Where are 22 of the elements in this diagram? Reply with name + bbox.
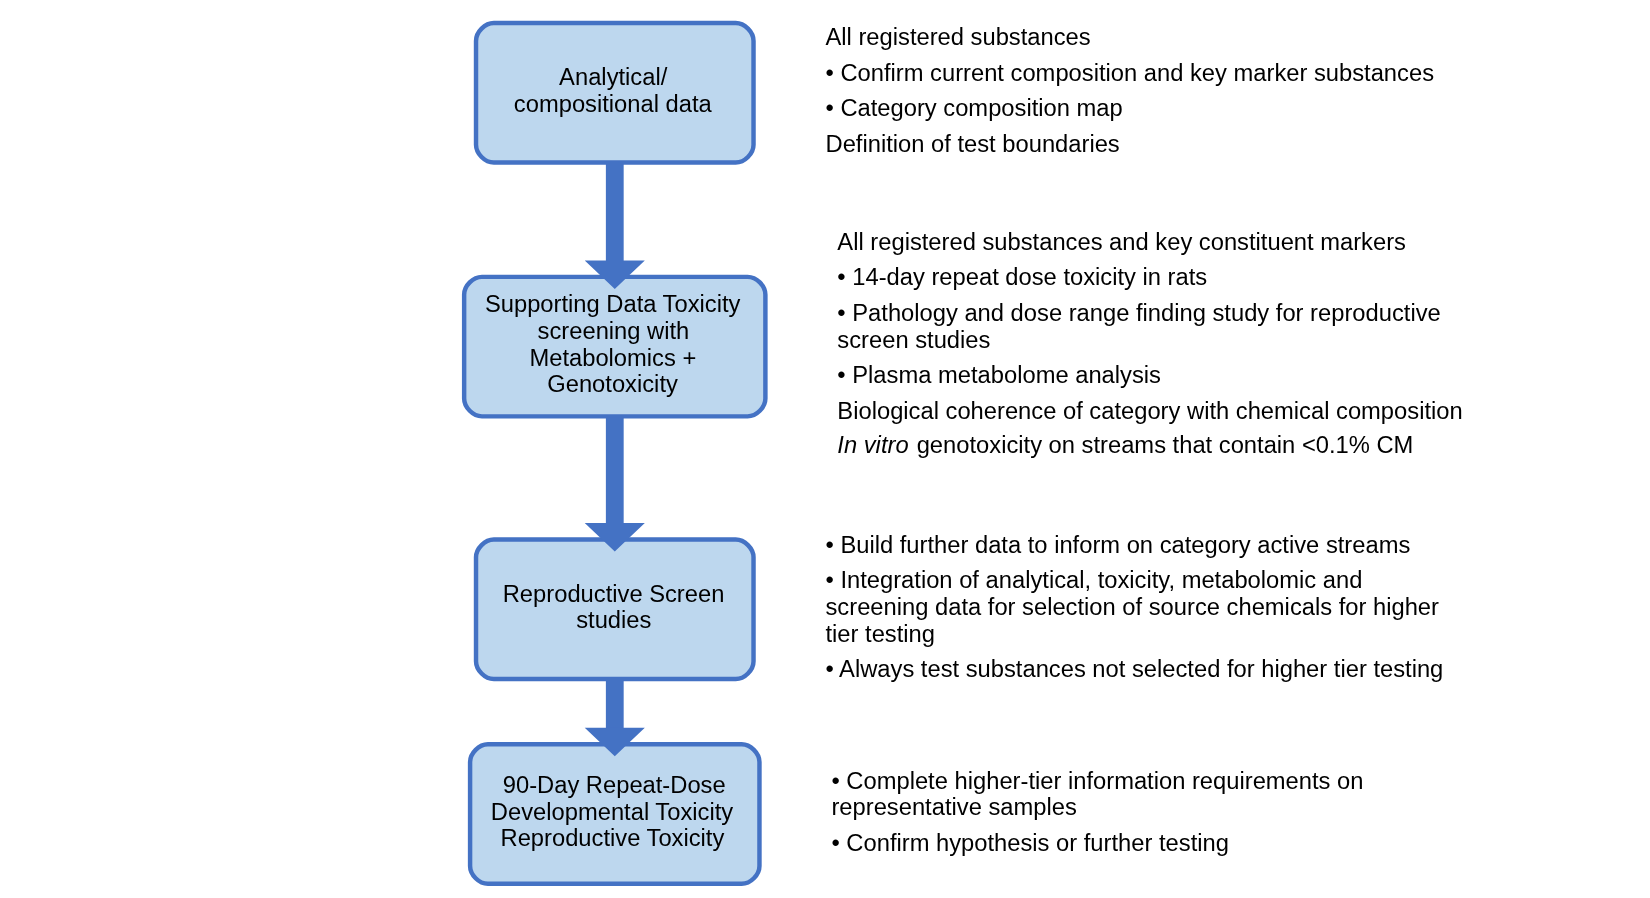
node-label: • Confirm hypothesis or further testing (830, 829, 1229, 856)
node-label: Biological coherence of category with chemical composition (836, 398, 1463, 425)
node-label: • Confirm current composition and key marker substances (825, 59, 1434, 86)
node-label: • Pathology and dose range finding study for reproductive screen studies (836, 300, 1441, 353)
node-label: • 14-day repeat dose toxicity in rats (836, 264, 1207, 291)
arrow (584, 417, 645, 552)
node-label: • Plasma metabolome analysis (836, 362, 1161, 389)
node-box: 90-Day Repeat-Dose Developmental Toxicity Reproductive Toxicity (467, 742, 762, 887)
node-box: Analytical/ compositional data (473, 20, 756, 165)
node-label: • Category composition map (825, 95, 1123, 122)
node-label: All registered substances and key constituent markers (836, 228, 1406, 255)
node-label: In vitro genotoxicity on streams that contain <0.1% CM (836, 432, 1413, 459)
node-label: • Build further data to inform on category active streams (825, 531, 1410, 558)
node-label: • Always test substances not selected for higher tier testing (825, 656, 1443, 683)
node-box: Reproductive Screen studies (473, 537, 756, 682)
node-label: • Complete higher-tier information requirements on representative samples (830, 767, 1363, 821)
node-label: Definition of test boundaries (825, 130, 1120, 157)
arrow (584, 680, 645, 757)
node-label: • Integration of analytical, toxicity, metabolomic and screening data for selection of source chemicals for higher tier testing (825, 567, 1439, 647)
arrow (584, 164, 645, 290)
node-label: All registered substances (825, 24, 1091, 51)
node-box: Supporting Data Toxicity screening with Metabolomics + Genotoxicity (461, 274, 768, 419)
